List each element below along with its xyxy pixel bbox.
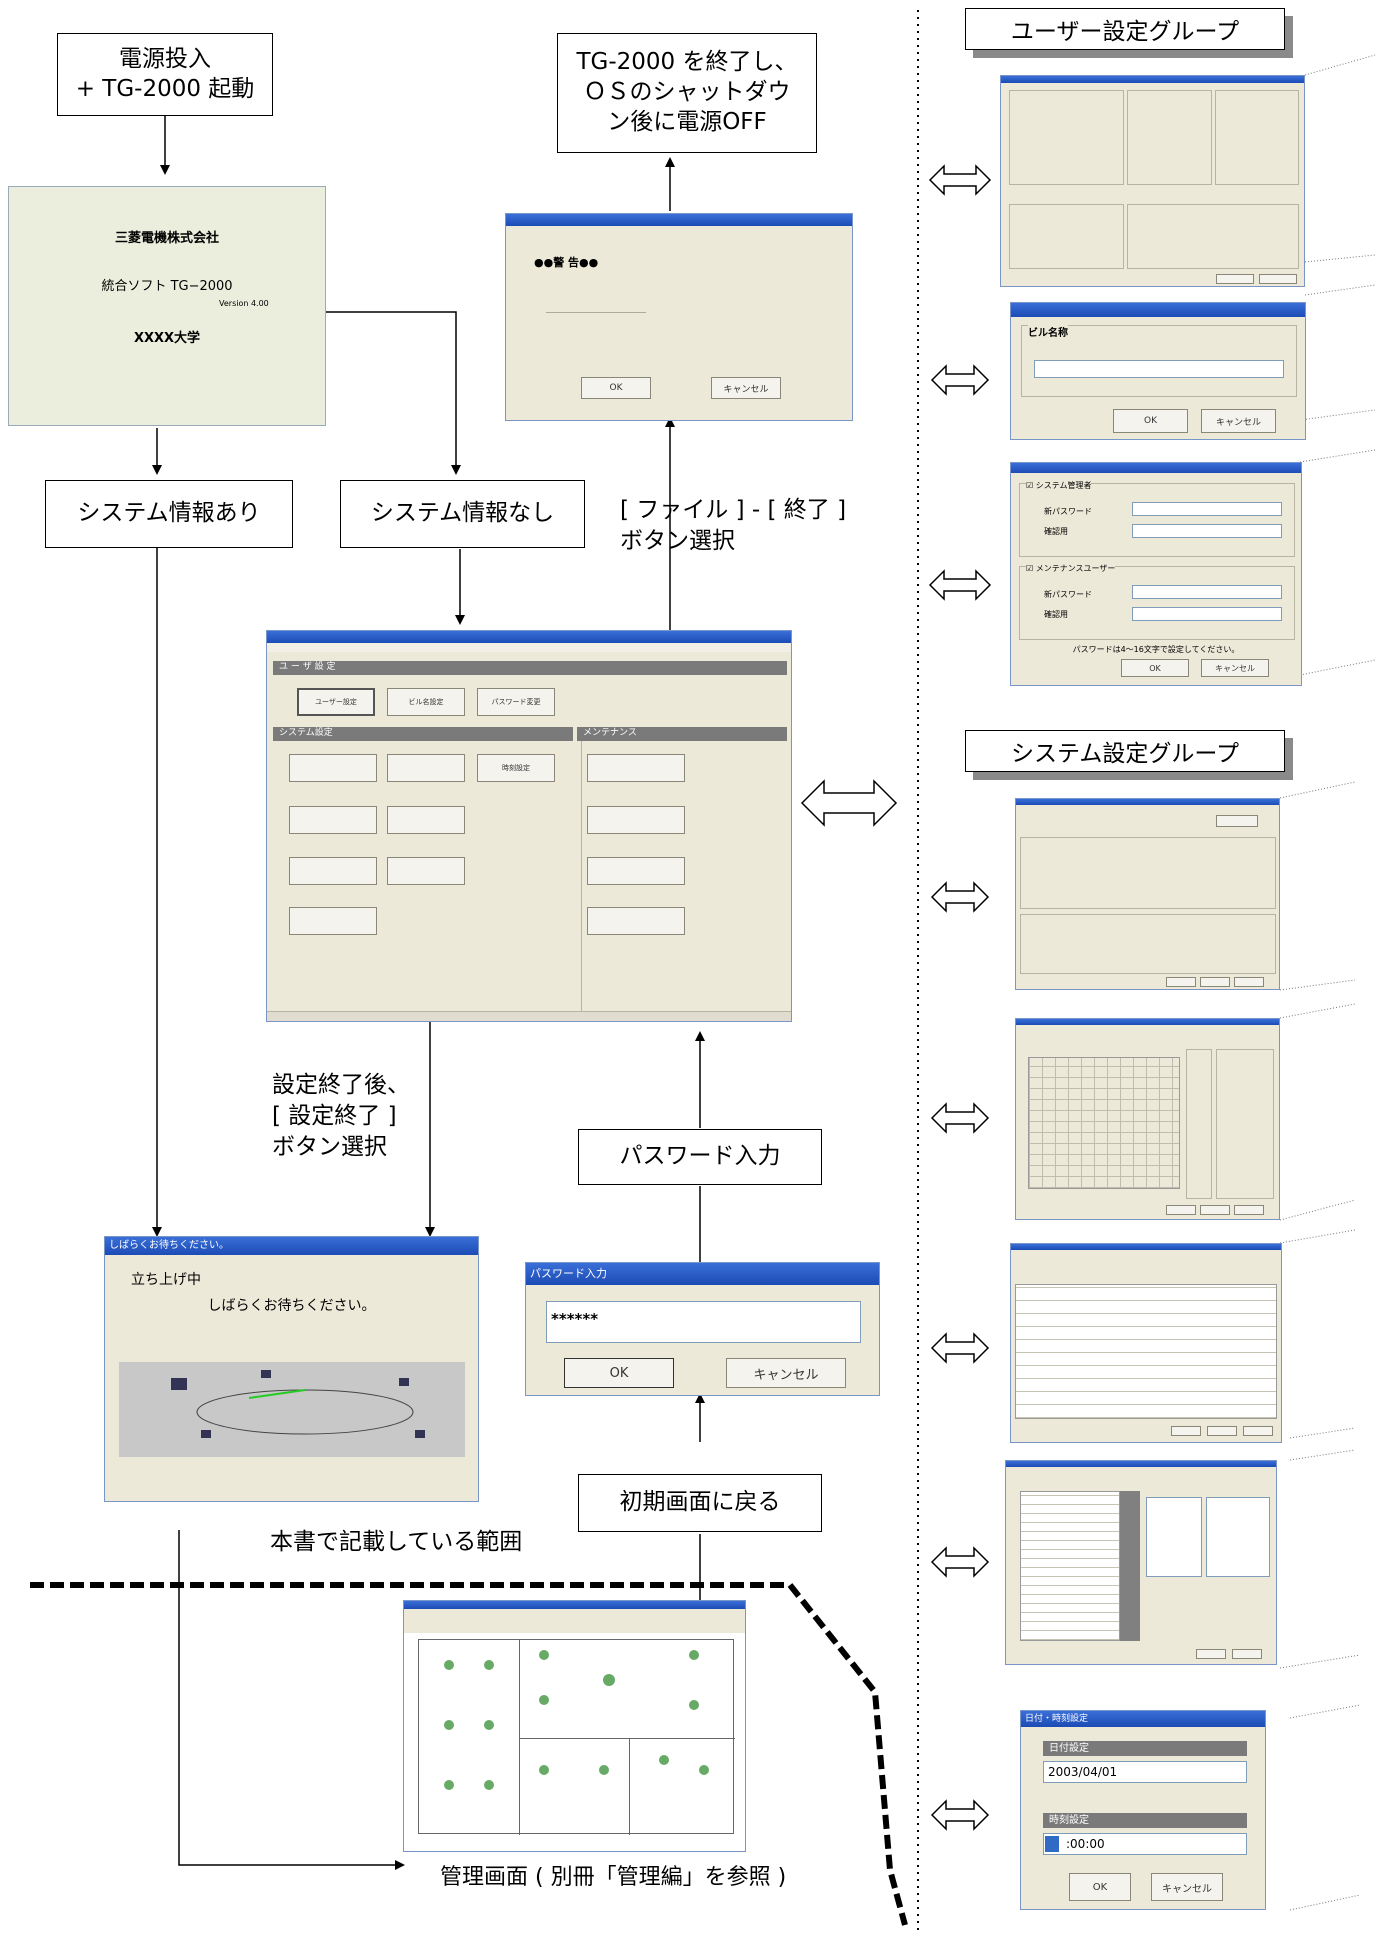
password-field[interactable]: ****** <box>546 1301 861 1343</box>
confirm-cancel-button[interactable]: キャンセル <box>711 377 781 399</box>
main-statusbar <box>267 1011 791 1021</box>
password-input-box: パスワード入力 <box>578 1129 822 1185</box>
management-screen <box>403 1600 746 1852</box>
pw-change-cancel-button[interactable]: キャンセル <box>1201 659 1269 677</box>
user-setting-window <box>1000 75 1305 287</box>
time-input[interactable]: :00:00 <box>1043 1833 1247 1855</box>
wait-status: 立ち上げ中 <box>131 1272 201 1288</box>
wait-titlebar: しばらくお待ちください。 <box>105 1237 478 1255</box>
splash-screen: 三菱電機株式会社 統合ソフト TG−2000 Version 4.00 XXXX… <box>8 186 326 426</box>
admin-confirm-label: 確認用 <box>1044 527 1068 536</box>
maint-btn-4[interactable] <box>587 907 685 935</box>
sys-info-yes-box: システム情報あり <box>45 480 293 548</box>
user-group-header: ユーザー設定グループ <box>965 8 1285 50</box>
system-btn-4[interactable] <box>289 806 377 834</box>
maint-checkbox[interactable]: ☑ メンテナンスユーザー <box>1026 563 1116 574</box>
splash-product: 統合ソフト TG−2000 <box>101 279 233 294</box>
splash-version: Version 4.00 <box>219 299 269 308</box>
system-screen-2 <box>1015 1018 1280 1220</box>
main-window: ユ ー ザ 設 定 ユーザー設定 ビル名設定 パスワード変更 システム設定 メン… <box>266 630 792 1022</box>
system-btn-1[interactable] <box>289 754 377 782</box>
time-setting-label: 時刻設定 <box>1043 1813 1247 1828</box>
system-btn-2[interactable] <box>387 754 465 782</box>
scope-label: 本書で記載している範囲 <box>270 1529 523 1555</box>
admin-new-pw-label: 新パスワード <box>1044 507 1092 516</box>
datetime-ok-button[interactable]: OK <box>1069 1873 1131 1901</box>
pw-change-ok-button[interactable]: OK <box>1121 659 1189 677</box>
wait-message: しばらくお待ちください。 <box>207 1298 376 1314</box>
main-titlebar <box>267 631 791 643</box>
section-maint: メンテナンス <box>577 727 787 741</box>
maint-new-pw-input[interactable] <box>1132 585 1282 599</box>
password-dialog: パスワード入力 ****** OK キャンセル <box>525 1262 880 1396</box>
time-setting-button[interactable]: 時刻設定 <box>477 754 555 782</box>
system-group-header: システム設定グループ <box>965 730 1285 772</box>
admin-new-pw-input[interactable] <box>1132 502 1282 516</box>
system-btn-7[interactable] <box>387 857 465 885</box>
power-on-box: 電源投入 + TG-2000 起動 <box>57 33 273 116</box>
exit-shutdown-box: TG-2000 を終了し、 ＯＳのシャットダウ ン後に電源OFF <box>557 33 817 153</box>
section-system: システム設定 <box>273 727 573 741</box>
datetime-titlebar: 日付・時刻設定 <box>1021 1711 1265 1727</box>
user-setting-button[interactable]: ユーザー設定 <box>297 688 375 716</box>
pw-note: パスワードは4〜16文字で設定してください。 <box>1072 645 1240 654</box>
management-toolbar <box>404 1609 745 1633</box>
maint-new-pw-label: 新パスワード <box>1044 590 1092 599</box>
management-titlebar <box>404 1601 745 1609</box>
maint-btn-1[interactable] <box>587 754 685 782</box>
confirm-heading: ●●警 告●● <box>534 256 599 269</box>
file-exit-label: [ ファイル ] - [ 終了 ] ボタン選択 <box>620 497 847 555</box>
admin-confirm-input[interactable] <box>1132 524 1282 538</box>
setting-done-label: 設定終了後、 [ 設定終了 ] ボタン選択 <box>272 1072 410 1161</box>
unit-icons <box>444 1650 709 1790</box>
confirm-message-line <box>546 312 646 313</box>
admin-checkbox[interactable]: ☑ システム管理者 <box>1026 480 1092 491</box>
password-change-button[interactable]: パスワード変更 <box>477 688 555 716</box>
network-illustration <box>119 1362 465 1457</box>
system-screen-4 <box>1005 1460 1277 1665</box>
confirm-dialog: ●●警 告●● OK キャンセル <box>505 213 853 421</box>
password-titlebar: パスワード入力 <box>526 1263 879 1285</box>
network-ring-icon <box>171 1370 425 1438</box>
maint-confirm-label: 確認用 <box>1044 610 1068 619</box>
confirm-titlebar <box>506 214 852 226</box>
date-input[interactable]: 2003/04/01 <box>1043 1761 1247 1783</box>
sys-info-no-box: システム情報なし <box>340 480 585 548</box>
date-setting-label: 日付設定 <box>1043 1741 1247 1756</box>
splash-company: 三菱電機株式会社 <box>114 231 219 246</box>
maint-confirm-input[interactable] <box>1132 607 1282 621</box>
splash-site: XXXX大学 <box>133 331 201 346</box>
maint-btn-3[interactable] <box>587 857 685 885</box>
management-caption: 管理画面 ( 別冊「管理編」を参照 ) <box>440 1865 787 1890</box>
system-screen-3 <box>1010 1243 1282 1443</box>
system-btn-5[interactable] <box>387 806 465 834</box>
building-name-input[interactable] <box>1034 360 1284 378</box>
management-map <box>418 1639 735 1835</box>
datetime-cancel-button[interactable]: キャンセル <box>1151 1873 1223 1901</box>
datetime-window: 日付・時刻設定 日付設定 2003/04/01 時刻設定 :00:00 OK キ… <box>1020 1710 1266 1910</box>
building-name-window: ビル名称 OK キャンセル <box>1010 302 1306 440</box>
password-change-window: ☑ システム管理者 新パスワード 確認用 ☑ メンテナンスユーザー 新パスワード… <box>1010 462 1302 686</box>
password-ok-button[interactable]: OK <box>564 1358 674 1388</box>
time-hour-selection <box>1045 1836 1059 1852</box>
maint-btn-2[interactable] <box>587 806 685 834</box>
password-cancel-button[interactable]: キャンセル <box>726 1358 846 1388</box>
building-name-button[interactable]: ビル名設定 <box>387 688 465 716</box>
main-divider <box>581 741 582 1011</box>
building-name-label: ビル名称 <box>1028 324 1068 339</box>
wait-dialog: しばらくお待ちください。 立ち上げ中 しばらくお待ちください。 <box>104 1236 479 1502</box>
building-ok-button[interactable]: OK <box>1113 409 1188 433</box>
system-btn-8[interactable] <box>289 907 377 935</box>
confirm-ok-button[interactable]: OK <box>581 377 651 399</box>
system-btn-6[interactable] <box>289 857 377 885</box>
section-user: ユ ー ザ 設 定 <box>273 661 787 675</box>
system-screen-1 <box>1015 798 1280 990</box>
main-menubar <box>267 643 791 652</box>
return-initial-box: 初期画面に戻る <box>578 1474 822 1532</box>
building-cancel-button[interactable]: キャンセル <box>1201 409 1276 433</box>
